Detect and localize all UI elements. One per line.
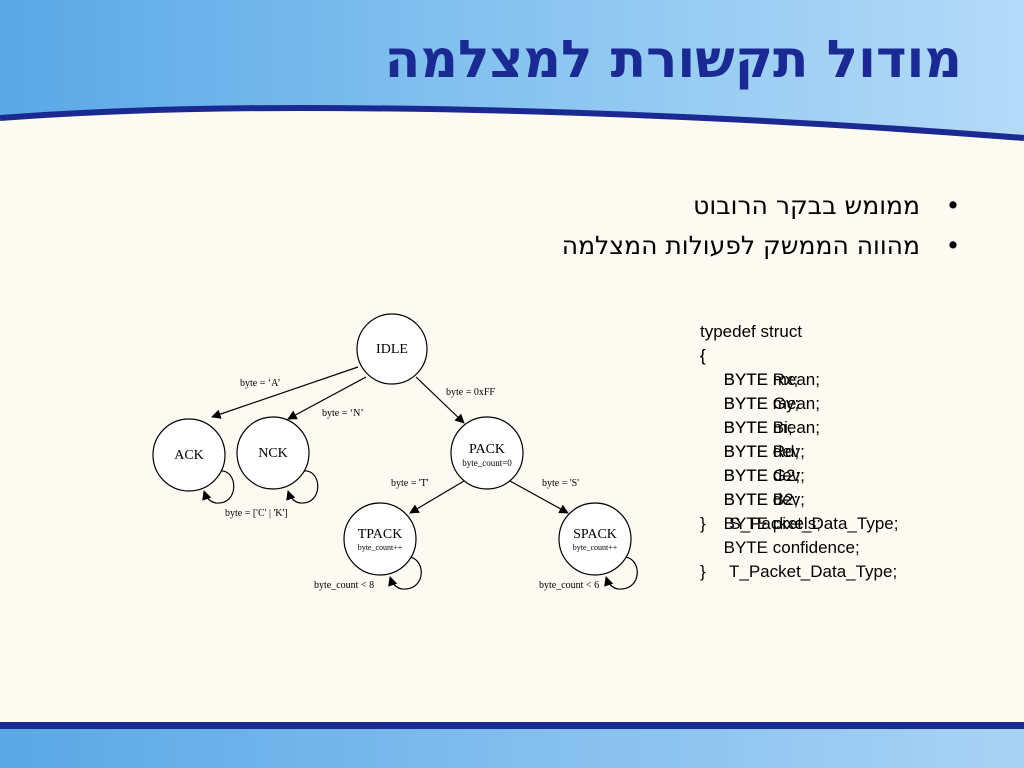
code-line: BYTE dev;: [700, 442, 805, 461]
slide-title: מודול תקשורת למצלמה: [384, 30, 962, 90]
transition-idle-nck: [287, 376, 367, 420]
self-loop-nck: [286, 470, 319, 504]
state-label: ACK: [174, 448, 204, 463]
code-line: BYTE confidence;: [700, 538, 860, 557]
code-block-s-packet: typedef struct { BYTE Rx; BYTE Gy; BYTE B…: [700, 320, 898, 536]
transition-pack-spack: [509, 480, 569, 514]
state-label: NCK: [258, 446, 288, 461]
transition-idle-pack: [415, 376, 465, 424]
state-spack: SPACK byte_count++: [558, 502, 632, 576]
code-line: } S_Packet_Data_Type;: [700, 514, 899, 533]
bullet-item: • ממומש בבקר הרובוט: [562, 186, 966, 226]
transition-label: byte = ['C' | 'K']: [225, 508, 288, 519]
transition-label: byte = ‘A’: [240, 378, 281, 389]
bullet-text: ממומש בבקר הרובוט: [693, 191, 920, 220]
code-line: BYTE mean;: [700, 370, 820, 389]
code-line: BYTE Gy;: [700, 394, 800, 413]
code-line: BYTE Bi;: [700, 418, 793, 437]
code-line: {: [700, 346, 706, 365]
code-line: BYTE dev;: [700, 466, 805, 485]
code-line: BYTE mean;: [700, 418, 820, 437]
state-sublabel: byte_count++: [358, 543, 403, 552]
state-pack: PACK byte_count=0: [450, 416, 524, 490]
state-sublabel: byte_count=0: [462, 458, 512, 468]
state-label: TPACK: [358, 527, 403, 542]
bullet-text: מהווה הממשק לפעולות המצלמה: [561, 231, 920, 260]
state-sublabel: byte_count++: [573, 543, 618, 552]
transition-idle-ack: [211, 366, 359, 419]
state-label: IDLE: [376, 342, 408, 357]
code-line: BYTE Rx;: [700, 370, 799, 389]
bullet-item: • מהווה הממשק לפעולות המצלמה: [562, 226, 966, 266]
bullet-list: • ממומש בבקר הרובוט • מהווה הממשק לפעולות …: [562, 186, 966, 266]
transition-label: byte = 0xFF: [446, 387, 495, 398]
state-idle: IDLE: [356, 313, 428, 385]
code-line: BYTE B2;: [700, 490, 799, 509]
transition-label: byte_count < 8: [314, 580, 374, 591]
transition-label: byte = 'T': [391, 478, 429, 489]
transition-label: byte = ‘N’: [322, 408, 364, 419]
code-block-t-packet: { BYTE mean; BYTE mean; BYTE mean; BYTE …: [700, 344, 897, 584]
state-nck: NCK: [236, 416, 310, 490]
state-ack: ACK: [152, 418, 226, 492]
bullet-dot-icon: •: [945, 191, 961, 220]
code-line: typedef struct: [700, 322, 803, 341]
code-line: BYTE pixels;: [700, 514, 821, 533]
transition-label: byte = 'S': [542, 478, 579, 489]
state-label: PACK: [469, 442, 505, 457]
footer-banner: [0, 722, 1024, 768]
state-label: SPACK: [573, 527, 617, 542]
code-line: {: [700, 346, 706, 365]
code-line: } T_Packet_Data_Type;: [700, 562, 898, 581]
code-line: BYTE G2;: [700, 466, 801, 485]
header-banner: [0, 0, 1024, 141]
self-loop-ack: [202, 470, 235, 504]
code-line: BYTE mean;: [700, 394, 820, 413]
self-loop-spack: [604, 556, 638, 590]
transition-label: byte_count < 6: [539, 580, 599, 591]
state-diagram: IDLE ACK NCK PACK byte_count=0 TPACK byt…: [152, 313, 638, 591]
bullet-dot-icon: •: [945, 231, 961, 260]
self-loop-tpack: [388, 556, 422, 590]
state-tpack: TPACK byte_count++: [343, 502, 417, 576]
transition-pack-tpack: [409, 480, 465, 514]
code-line: BYTE Rd;: [700, 442, 800, 461]
code-line: BYTE dev;: [700, 490, 805, 509]
